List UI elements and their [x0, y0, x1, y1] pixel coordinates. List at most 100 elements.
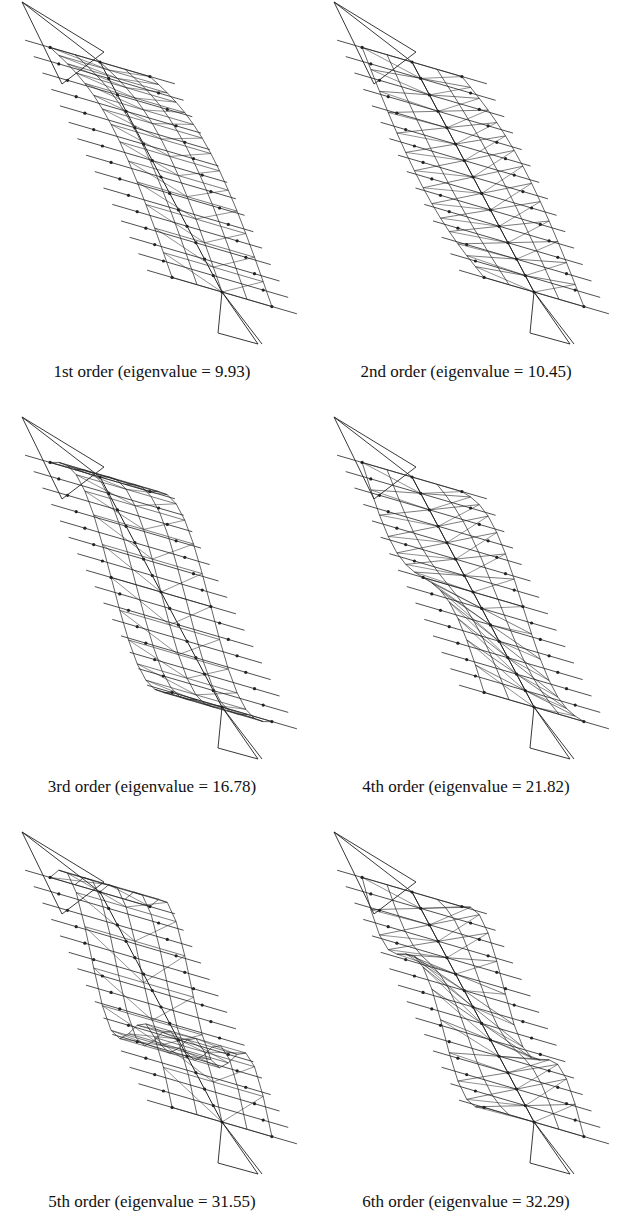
cross-beam [43, 488, 193, 532]
deformed-mesh [102, 1006, 202, 1045]
node-dot [168, 192, 171, 195]
cross-beam [86, 155, 236, 199]
node-dot [133, 956, 136, 959]
node-dot [83, 942, 86, 945]
node-dot [194, 241, 197, 244]
end-support [534, 1122, 574, 1174]
cross-beam [138, 1084, 288, 1128]
node-dot [404, 543, 407, 546]
deformed-mesh [125, 892, 247, 1129]
cross-beam [51, 504, 201, 548]
deformed-mesh [129, 1034, 229, 1063]
end-support [22, 417, 100, 477]
deformed-mesh [475, 1104, 575, 1122]
node-dot [125, 525, 128, 528]
cross-beam [138, 669, 288, 713]
node-dot [153, 658, 156, 661]
end-support [222, 292, 262, 344]
deformed-mesh [163, 253, 263, 292]
node-dot [66, 494, 69, 497]
node-dot [236, 239, 239, 242]
deformed-mesh [412, 477, 534, 707]
node-dot [465, 658, 468, 661]
mode-shape [22, 832, 297, 1174]
deformed-mesh [475, 665, 575, 716]
deformed-mesh [100, 477, 222, 707]
cross-beam [433, 221, 583, 265]
node-dot [194, 1071, 197, 1074]
node-dot [448, 1040, 451, 1043]
deformed-mesh [362, 462, 462, 491]
deformed-mesh [362, 462, 462, 493]
deformed-mesh [414, 956, 514, 1025]
node-dot [474, 259, 477, 262]
node-dot [153, 243, 156, 246]
node-dot [513, 1004, 516, 1007]
cross-beam [389, 554, 539, 598]
cross-beam [130, 237, 280, 281]
node-dot [539, 1053, 542, 1056]
node-dot [456, 642, 459, 645]
mode-shape [334, 832, 609, 1174]
node-dot [175, 539, 178, 542]
deformed-mesh [155, 1038, 255, 1082]
mode-shape [22, 2, 297, 344]
deformed-mesh [449, 602, 549, 681]
figure-caption: 2nd order (eigenvalue = 10.45) [360, 362, 571, 382]
node-dot [192, 572, 195, 575]
deformed-mesh [155, 228, 255, 267]
node-dot [227, 638, 230, 641]
deformed-mesh [59, 55, 159, 84]
node-dot [101, 559, 104, 562]
cross-beam [51, 919, 201, 963]
deformed-mesh [111, 124, 211, 156]
node-dot [469, 91, 472, 94]
deformed-mesh [406, 954, 506, 994]
node-dot [262, 704, 265, 707]
deformed-mesh [475, 267, 575, 292]
deformed-mesh [387, 55, 509, 285]
deformed-mesh [458, 619, 558, 698]
cross-beam [77, 969, 227, 1013]
cross-beam [34, 887, 184, 931]
node-dot [521, 190, 524, 193]
cross-beam [104, 603, 254, 647]
node-dot [194, 656, 197, 659]
node-dot [218, 206, 221, 209]
node-dot [456, 227, 459, 230]
node-dot [175, 954, 178, 957]
node-dot [244, 256, 247, 259]
node-dot [162, 1089, 165, 1092]
cross-beam [112, 204, 262, 248]
node-dot [430, 177, 433, 180]
node-dot [183, 971, 186, 974]
deformed-mesh [362, 877, 462, 908]
deformed-mesh [371, 70, 471, 95]
deformed-mesh [125, 69, 247, 299]
deformed-mesh [414, 572, 514, 592]
deformed-mesh [423, 577, 523, 608]
deformed-mesh [423, 166, 523, 193]
node-dot [387, 510, 390, 513]
cross-beam [363, 89, 513, 133]
cross-beam [43, 73, 193, 117]
node-dot [203, 1088, 206, 1091]
deformed-mesh [120, 1039, 220, 1068]
cross-beam [442, 237, 592, 281]
node-dot [118, 592, 121, 595]
end-support [22, 832, 100, 892]
node-dot [218, 1036, 221, 1039]
node-dot [556, 671, 559, 674]
end-support [218, 292, 258, 344]
deformed-mesh [441, 1020, 541, 1060]
node-dot [413, 144, 416, 147]
cross-beam [381, 952, 531, 996]
node-dot [201, 1004, 204, 1007]
deformed-mesh [163, 693, 263, 722]
deformed-mesh [449, 1053, 549, 1073]
deformed-mesh [100, 885, 222, 1122]
node-dot [244, 671, 247, 674]
node-dot [495, 971, 498, 974]
node-dot [236, 1069, 239, 1072]
node-dot [369, 892, 372, 895]
